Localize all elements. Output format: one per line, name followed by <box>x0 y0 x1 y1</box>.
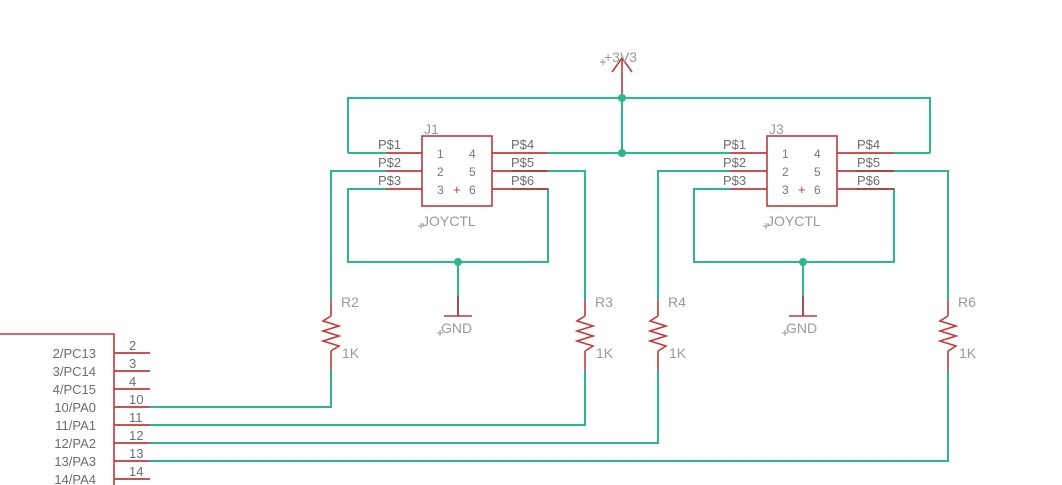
junction-dot <box>618 94 626 102</box>
pin-number: 1 <box>782 147 789 161</box>
pin-number: 1 <box>437 147 444 161</box>
pin-label: P$3 <box>723 173 746 188</box>
pin-number: 2 <box>782 165 789 179</box>
resistor-r6[interactable]: R6 1K <box>937 294 977 370</box>
header-pin-number: 4 <box>129 374 136 389</box>
header-pin-number: 12 <box>129 428 143 443</box>
resistor-ref: R3 <box>595 294 613 310</box>
pin-number: 3 <box>782 183 789 197</box>
pin-number: 5 <box>814 165 821 179</box>
pin-label: P$4 <box>511 137 534 152</box>
header-pin-number: 2 <box>129 338 136 353</box>
header-pin-name: 10/PA0 <box>54 400 96 415</box>
pin-number: 6 <box>814 183 821 197</box>
pin-label: P$5 <box>511 155 534 170</box>
resistor-ref: R4 <box>668 294 686 310</box>
resistor-r2[interactable]: R2 1K <box>320 294 360 370</box>
resistor-ref: R2 <box>341 294 359 310</box>
pin-number: 4 <box>814 147 821 161</box>
pin-label: P$2 <box>723 155 746 170</box>
pin-number: 5 <box>469 165 476 179</box>
pin-number: 3 <box>437 183 444 197</box>
header-pin-number: 11 <box>129 410 143 425</box>
origin-plus: + <box>798 182 806 197</box>
power-label: +3V3 <box>604 49 637 65</box>
header-pin-name: 12/PA2 <box>54 436 96 451</box>
header-pin-number: 13 <box>129 446 143 461</box>
net-j3-p2 <box>657 170 730 300</box>
header-pin-name: 4/PC15 <box>53 382 96 397</box>
header-pin-number: 3 <box>129 356 136 371</box>
pin-label: P$3 <box>378 173 401 188</box>
header-pin-name: 2/PC13 <box>53 346 96 361</box>
pin-label: P$6 <box>857 173 880 188</box>
resistor-ref: R6 <box>958 294 976 310</box>
pin-label: P$5 <box>857 155 880 170</box>
ground-symbol-j3[interactable]: GND <box>782 296 817 336</box>
power-symbol-3v3[interactable]: +3V3 <box>600 49 637 98</box>
header-pin-number: 14 <box>129 464 143 479</box>
pin-number: 4 <box>469 147 476 161</box>
pin-label: P$4 <box>857 137 880 152</box>
net-pa2 <box>150 370 659 444</box>
junction-dot <box>799 258 807 266</box>
header-pin-name: 14/PA4 <box>54 472 96 485</box>
header-pin-name: 11/PA1 <box>55 418 96 433</box>
mcu-header[interactable]: 2/PC13 3/PC14 4/PC15 10/PA0 11/PA1 12/PA… <box>0 333 150 485</box>
connector-j1[interactable]: J1 P$1 P$2 P$3 P$4 P$5 P$6 1 2 3 4 5 6 +… <box>378 121 548 229</box>
resistor-value: 1K <box>959 345 977 361</box>
net-j1-p2 <box>330 170 386 300</box>
net-pa3 <box>150 370 949 462</box>
pin-label: P$1 <box>378 137 401 152</box>
pin-number: 6 <box>469 183 476 197</box>
net-pa1 <box>150 370 586 426</box>
pin-label: P$1 <box>723 137 746 152</box>
pin-label: P$6 <box>511 173 534 188</box>
pin-label: P$2 <box>378 155 401 170</box>
resistor-r3[interactable]: R3 1K <box>574 294 614 370</box>
ground-label: GND <box>441 320 472 336</box>
pin-number: 2 <box>437 165 444 179</box>
net-j3-p5 <box>856 170 949 300</box>
junction-dot <box>618 149 626 157</box>
resistor-r4[interactable]: R4 1K <box>647 294 687 370</box>
net-pa0 <box>150 370 332 408</box>
resistor-value: 1K <box>342 345 360 361</box>
connector-ref: J1 <box>424 121 439 137</box>
ground-symbol-j1[interactable]: GND <box>437 296 472 336</box>
header-pin-name: 3/PC14 <box>53 364 96 379</box>
junction-dot <box>454 258 462 266</box>
header-pin-number: 10 <box>129 392 143 407</box>
net-3v3-bus <box>347 97 931 153</box>
connector-j3[interactable]: J3 P$1 P$2 P$3 P$4 P$5 P$6 1 2 3 4 5 6 +… <box>723 121 894 229</box>
header-pin-name: 13/PA3 <box>54 454 96 469</box>
connector-ref: J3 <box>769 121 784 137</box>
origin-plus: + <box>453 182 461 197</box>
connector-value: JOYCTL <box>767 213 821 229</box>
resistor-value: 1K <box>669 345 687 361</box>
ground-label: GND <box>786 320 817 336</box>
nets <box>150 94 949 462</box>
resistor-value: 1K <box>596 345 614 361</box>
connector-value: JOYCTL <box>422 213 476 229</box>
